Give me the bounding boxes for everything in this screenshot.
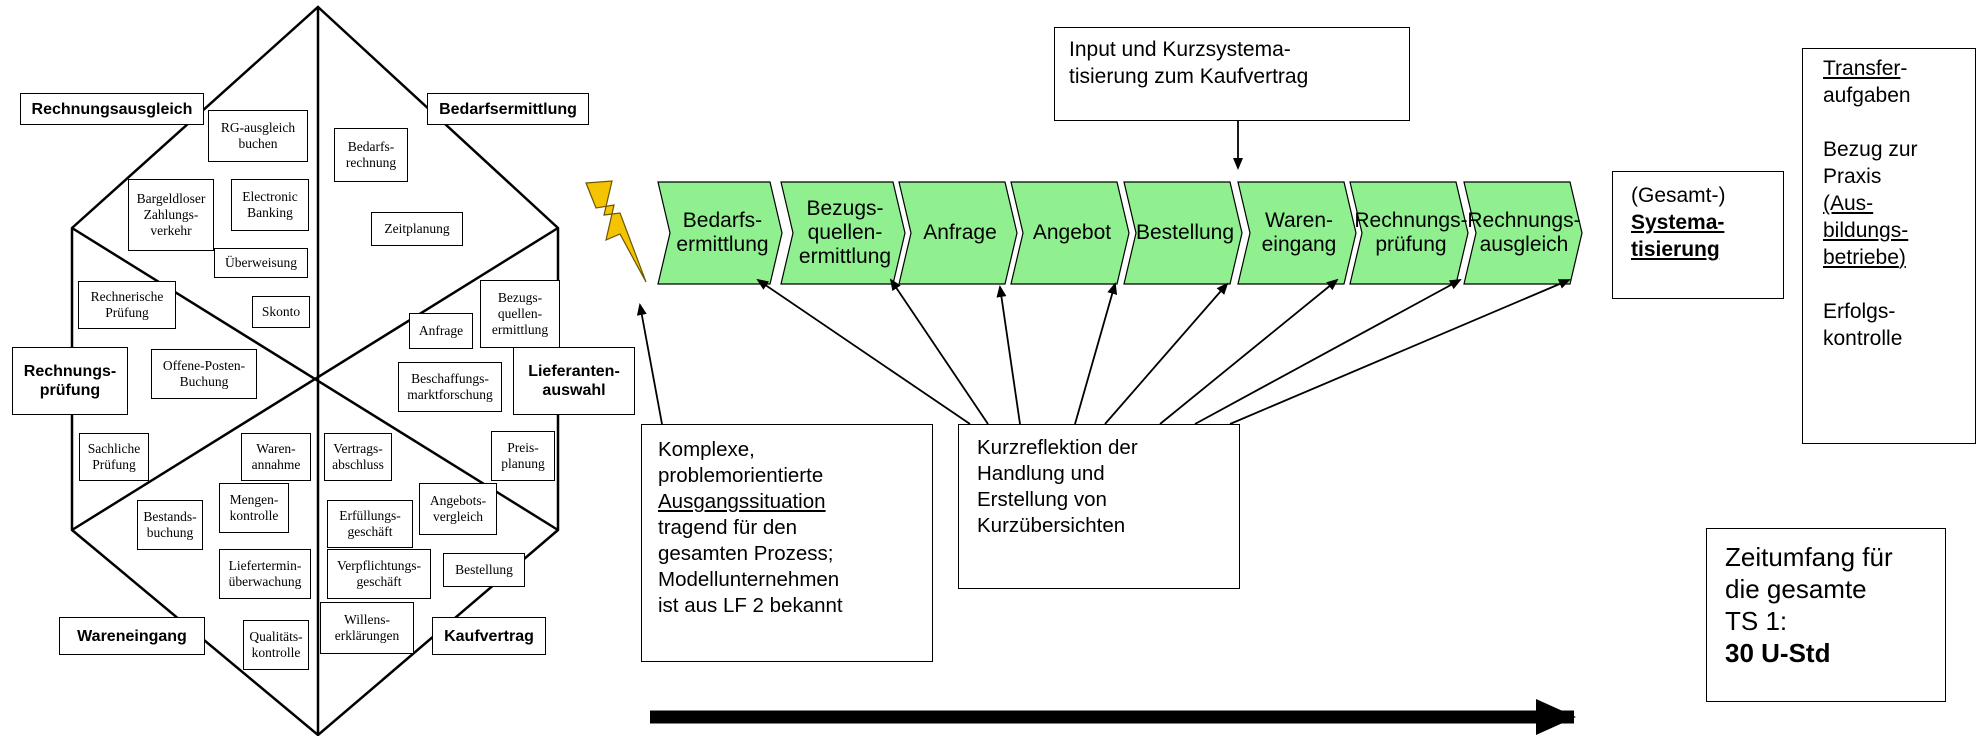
ausgangssituation-box: Komplexe, problemorientierte Ausgangssit… (641, 424, 933, 662)
item-rg-ausgleich: RG-ausgleich buchen (208, 110, 308, 162)
segment-lieferantenauswahl: Lieferanten- auswahl (513, 347, 635, 415)
step-label-rechnungspruefung: Rechnungs- prüfung (1354, 209, 1468, 256)
item-verpflichtungsgeschaeft: Verpflichtungs- geschäft (327, 549, 431, 599)
item-offene-posten-buchung: Offene-Posten- Buchung (151, 349, 257, 399)
chevron-anfrage (898, 181, 1018, 285)
transfer-ausbildung-paren: ) (1898, 246, 1906, 269)
item-mengenkontrolle: Mengen- kontrolle (219, 483, 289, 533)
step-label-bestellung: Bestellung (1135, 221, 1235, 244)
transfer-bezug: Bezug zur Praxis (1823, 138, 1918, 188)
kurzreflektion-box: Kurzreflektion der Handlung und Erstellu… (958, 424, 1240, 589)
item-warenannahme: Waren- annahme (241, 433, 311, 481)
step-label-bezugsquellen: Bezugs- quellen- ermittlung (798, 197, 892, 268)
ausgang-title: Ausgangssituation (658, 490, 826, 513)
item-electronic-banking: Electronic Banking (231, 179, 309, 231)
hexagon-divider-diag2 (71, 226, 559, 532)
segment-bedarfsermittlung: Bedarfsermittlung (427, 93, 589, 125)
item-lieferterminueberwachung: Liefertermin- überwachung (219, 549, 311, 599)
step-label-wareneingang: Waren- eingang (1261, 209, 1337, 256)
chevron-bedarfsermittlung (657, 181, 783, 285)
item-skonto: Skonto (252, 296, 310, 328)
zeitumfang-text: Zeitumfang für die gesamte TS 1: (1725, 542, 1893, 636)
item-anfrage: Anfrage (409, 313, 473, 349)
arrow-ausgang-to-lightning (636, 303, 663, 425)
segment-wareneingang: Wareneingang (59, 617, 205, 655)
step-label-bedarfsermittlung: Bedarfs- ermittlung (676, 209, 769, 256)
segment-rechnungspruefung: Rechnungs- prüfung (12, 347, 128, 415)
item-bedarfsrechnung: Bedarfs- rechnung (334, 128, 408, 182)
segment-kaufvertrag: Kaufvertrag (432, 617, 546, 655)
reflexion-arrows (756, 278, 1571, 425)
transfer-title-hyphen: - (1900, 57, 1908, 80)
process-chevrons (657, 181, 1583, 285)
chevron-bestellung (1123, 181, 1243, 285)
ausgang-intro: Komplexe, problemorientierte (658, 438, 824, 487)
item-qualitaetskontrolle: Qualitäts- kontrolle (243, 620, 309, 670)
transfer-box: Transfer- aufgaben Bezug zur Praxis (Aus… (1802, 48, 1976, 444)
step-label-anfrage: Anfrage (923, 221, 997, 244)
item-angebotsvergleich: Angebots- vergleich (419, 483, 497, 535)
transfer-erfolgskontrolle: Erfolgs- kontrolle (1823, 300, 1903, 350)
zeitumfang-hours: 30 U-Std (1725, 638, 1831, 668)
transfer-title-rest: aufgaben (1823, 84, 1911, 107)
item-sachliche-pruefung: Sachliche Prüfung (79, 433, 149, 481)
item-erfuellungsgeschaeft: Erfüllungs- geschäft (327, 500, 413, 548)
item-vertragsabschluss: Vertrags- abschluss (324, 433, 392, 481)
item-bargeldloser-zahlungsverkehr: Bargeldloser Zahlungs- verkehr (128, 179, 214, 251)
item-preisplanung: Preis- planung (491, 431, 555, 481)
item-bestellung: Bestellung (443, 553, 525, 587)
input-kurzsystematisierung-box: Input und Kurzsystema- tisierung zum Kau… (1054, 27, 1410, 121)
systematisierung-title: Systema- tisierung (1631, 211, 1725, 261)
transfer-ausbildung: (Aus- bildungs- betriebe (1823, 192, 1909, 269)
zeitumfang-box: Zeitumfang für die gesamte TS 1: 30 U-St… (1706, 528, 1946, 702)
systematisierung-prefix: (Gesamt-) (1631, 184, 1726, 207)
ausgang-body: tragend für den gesamten Prozess; Modell… (658, 516, 843, 617)
item-beschaffungsmarktforschung: Beschaffungs- marktforschung (398, 362, 502, 412)
item-willenserklaerungen: Willens- erklärungen (320, 602, 414, 654)
step-label-angebot: Angebot (1032, 221, 1112, 244)
lightning-icon (585, 180, 647, 283)
item-zeitplanung: Zeitplanung (371, 212, 463, 246)
segment-rechnungsausgleich: Rechnungsausgleich (20, 93, 204, 125)
chevron-wareneingang (1237, 181, 1357, 285)
systematisierung-box: (Gesamt-) Systema- tisierung (1612, 171, 1784, 299)
item-ueberweisung: Überweisung (214, 248, 308, 278)
step-label-rechnungsausgleich: Rechnungs- ausgleich (1467, 209, 1581, 256)
transfer-title-underlined: Transfer (1823, 57, 1901, 80)
item-rechnerische-pruefung: Rechnerische Prüfung (78, 281, 176, 329)
item-bezugsquellenermittlung: Bezugs- quellen- ermittlung (480, 280, 560, 348)
item-bestandsbuchung: Bestands- buchung (137, 500, 203, 550)
